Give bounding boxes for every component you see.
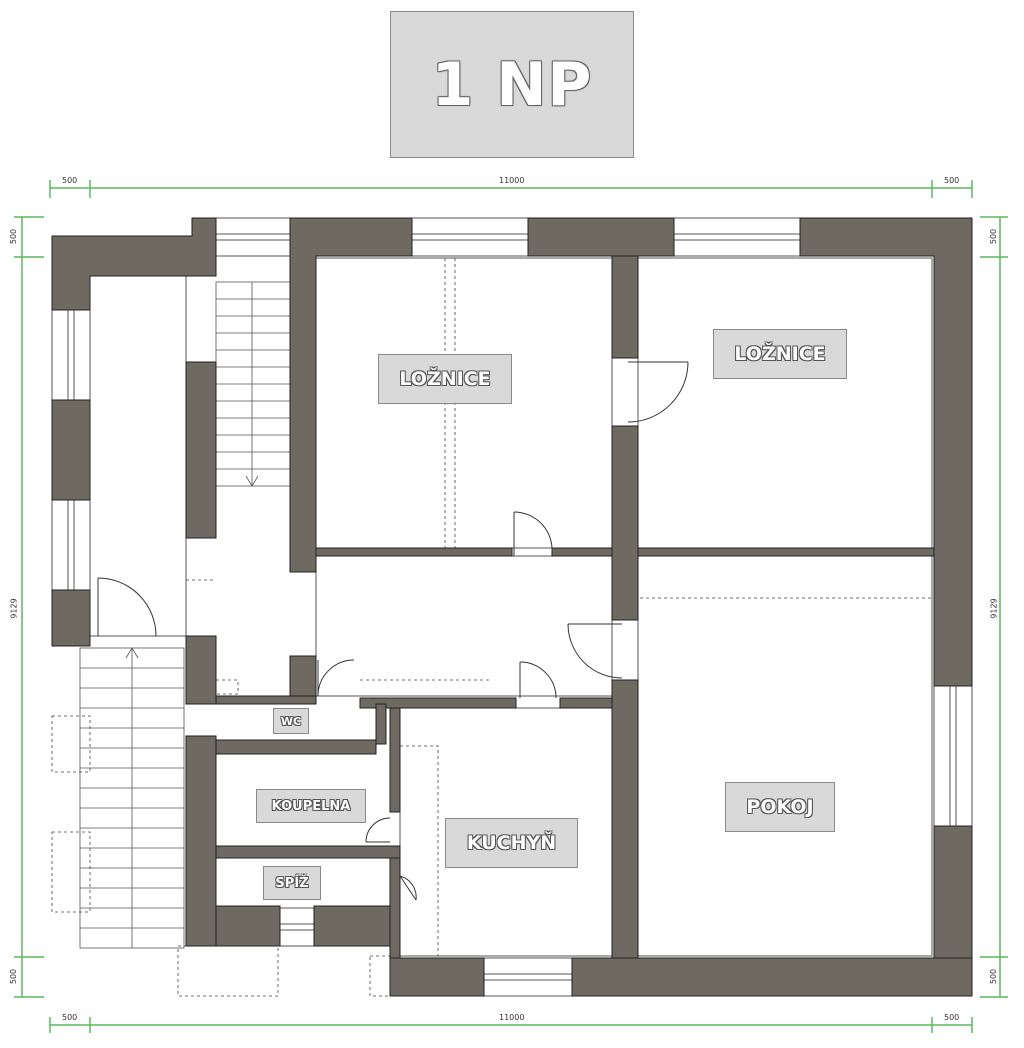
dim-bottom-right: 500 xyxy=(944,1013,960,1022)
dim-left-top: 500 xyxy=(9,228,19,245)
floor-title: 1 NP xyxy=(431,49,593,120)
dim-right-bottom: 500 xyxy=(989,968,999,985)
dim-left-bottom: 500 xyxy=(9,968,19,985)
dim-top-left: 500 xyxy=(62,176,78,185)
floor-title-box: 1 NP xyxy=(390,11,634,158)
room-label-spiz: SPÍŽ xyxy=(263,866,321,900)
windows xyxy=(51,217,973,997)
dim-top-total: 11000 xyxy=(499,176,525,185)
room-label-kuchyn: KUCHYŇ xyxy=(445,818,578,868)
dim-top-right: 500 xyxy=(944,176,960,185)
room-label-koupelna: KOUPELNA xyxy=(256,789,366,823)
room-label-pokoj: POKOJ xyxy=(725,782,835,832)
dimension-lines xyxy=(14,180,1008,1033)
dim-bottom-left: 500 xyxy=(62,1013,78,1022)
room-label-loznice-right: LOŽNICE xyxy=(713,329,847,379)
stairs-upper xyxy=(215,281,291,487)
stairs-lower xyxy=(79,647,185,949)
doors xyxy=(97,361,689,901)
dim-left-total: 9129 xyxy=(9,598,19,619)
dim-bottom-total: 11000 xyxy=(499,1013,525,1022)
dim-right-total: 9129 xyxy=(989,598,999,619)
dim-right-top: 500 xyxy=(989,228,999,245)
room-label-loznice-left: LOŽNICE xyxy=(378,354,512,404)
walls xyxy=(51,217,973,997)
room-label-wc: WC xyxy=(273,708,309,734)
